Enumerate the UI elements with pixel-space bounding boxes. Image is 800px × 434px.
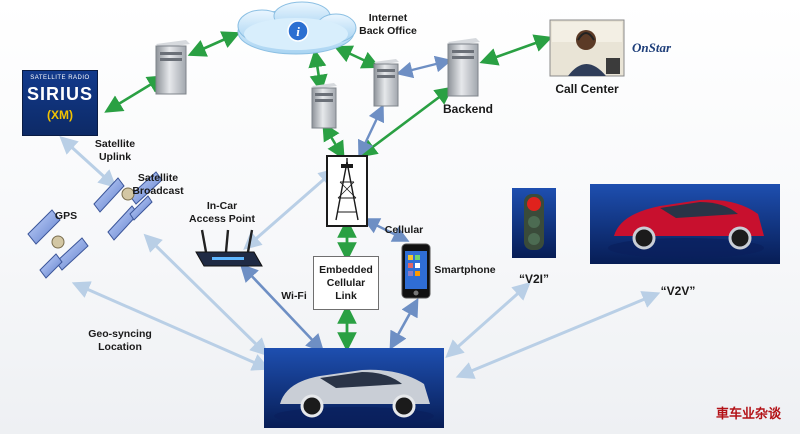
server-tower-icon (373, 59, 399, 107)
link-sirius-to-satellite (59, 135, 117, 189)
xm-wordmark: (XM) (47, 108, 73, 122)
label-cellular: Cellular (384, 224, 424, 236)
label-geo-syncing-location: Geo-syncing Location (88, 328, 152, 353)
link-sirius-to-server (104, 75, 166, 113)
label-internet-back-office: Internet Back Office (359, 12, 417, 37)
smartphone-icon (401, 243, 431, 299)
svg-text:i: i (296, 24, 300, 39)
sirius-tagline: SATELLITE RADIO (30, 75, 90, 81)
link-cloud-to-server-mid (308, 49, 328, 93)
link-backend-to-callcenter (479, 34, 553, 66)
link-tower-to-smartphone (362, 218, 410, 242)
link-router-to-car-wifi (239, 263, 325, 353)
label-call-center: Call Center (555, 82, 619, 96)
wifi-router-icon (195, 229, 263, 267)
link-v2i-to-car (445, 282, 531, 358)
call-center-photo (549, 19, 625, 77)
onstar-logo: OnStar (632, 40, 672, 55)
server-tower-icon (311, 83, 337, 129)
label-backend: Backend (442, 102, 494, 116)
sirius-xm-logo: SATELLITE RADIO SIRIUS (XM) (22, 70, 98, 136)
traffic-light-icon (512, 188, 556, 258)
link-cloud-to-server-right (333, 45, 381, 69)
link-smartphone-to-car (389, 298, 419, 350)
link-server-right-to-tower (358, 104, 384, 158)
link-server-to-cloud (187, 31, 241, 57)
satellite-icon (27, 209, 89, 279)
cell-tower-icon (326, 155, 368, 227)
internet-cloud-icon: i (237, 1, 357, 55)
label-satellite-broadcast: Satellite Broadcast (132, 172, 184, 197)
red-car-image (590, 184, 780, 264)
site-watermark: 車车业杂谈 (716, 407, 782, 422)
label-wifi: Wi-Fi (281, 290, 307, 302)
silver-car-image (264, 348, 444, 428)
embedded-cellular-link-box: Embedded Cellular Link (313, 256, 379, 310)
link-tower-to-router (243, 168, 337, 250)
sirius-wordmark: SIRIUS (26, 84, 93, 104)
server-tower-icon (447, 38, 480, 97)
label-v2i: “V2I” (518, 272, 549, 286)
link-v2v-to-car (455, 291, 661, 379)
label-satellite-uplink: Satellite Uplink (94, 138, 136, 163)
server-tower-icon (155, 40, 190, 95)
satellite-icon (93, 171, 163, 241)
label-v2v: “V2V” (660, 284, 696, 298)
label-in-car-access-point: In-Car Access Point (189, 200, 255, 225)
link-gps-to-car (71, 281, 271, 371)
link-server-mid-to-tower (322, 122, 345, 160)
label-gps: GPS (54, 210, 78, 222)
label-smartphone: Smartphone (434, 264, 496, 276)
link-server-right-to-backend (395, 55, 453, 79)
